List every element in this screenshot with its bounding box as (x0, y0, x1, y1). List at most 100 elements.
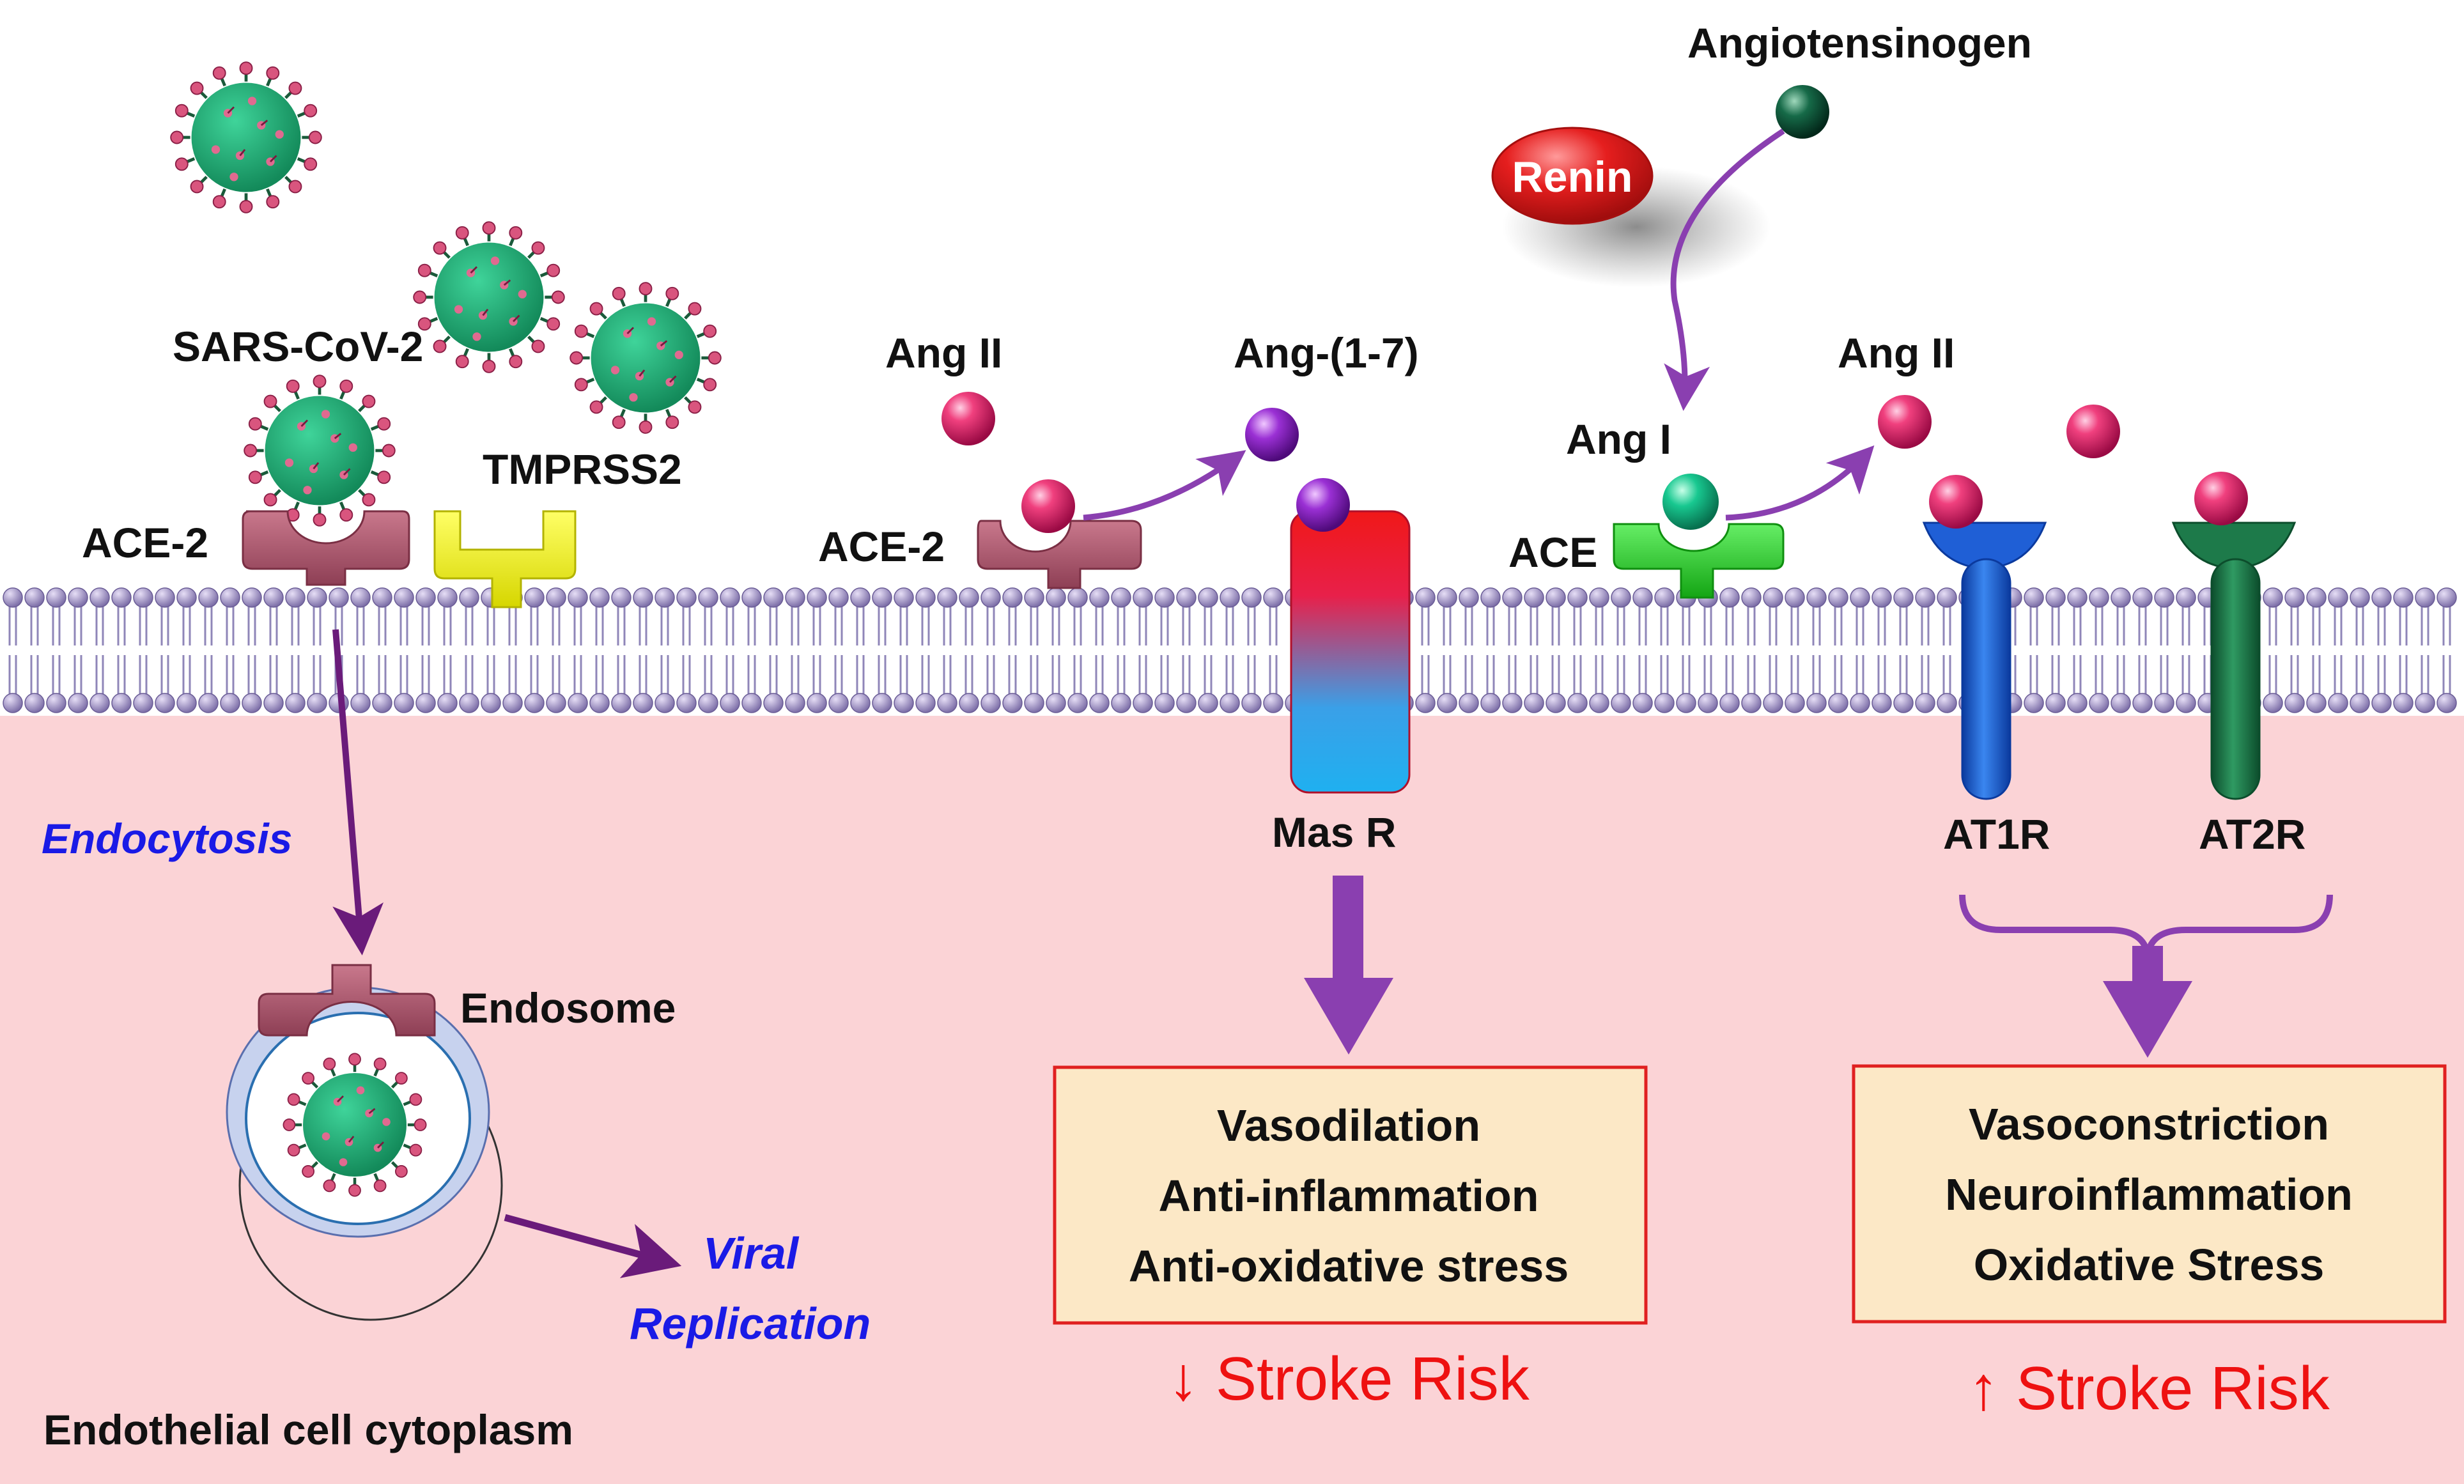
lipid-head (1459, 693, 1479, 713)
lipid-head (2111, 693, 2131, 713)
lipid-head (611, 587, 631, 608)
lipid-head (1654, 693, 1675, 713)
lipid-head (415, 693, 436, 713)
lipid-head (1067, 693, 1088, 713)
ace-label: ACE (1508, 529, 1597, 576)
ace2-receptor-left (242, 510, 410, 586)
lipid-head (2176, 587, 2196, 608)
lipid-head (2415, 587, 2435, 608)
lipid-head (655, 693, 675, 713)
lipid-head (2154, 587, 2174, 608)
ang-i-label: Ang I (1566, 415, 1671, 463)
lipid-head (263, 693, 284, 713)
lipid-head (2132, 587, 2153, 608)
harmful-effect-2: Neuroinflammation (1945, 1170, 2353, 1219)
protective-effects-box: Vasodilation Anti-inflammation Anti-oxid… (1053, 1065, 1648, 1325)
lipid-head (2284, 693, 2305, 713)
lipid-head (394, 587, 414, 608)
lipid-head (2371, 587, 2392, 608)
lipid-head (1871, 693, 1892, 713)
lipid-head (1241, 693, 1262, 713)
lipid-head (1415, 693, 1436, 713)
lipid-head (872, 587, 892, 608)
protective-effect-1: Vasodilation (1217, 1101, 1480, 1150)
lipid-head (502, 693, 523, 713)
endosome-label: Endosome (460, 984, 676, 1032)
lipid-head (980, 693, 1001, 713)
lipid-head (1198, 693, 1218, 713)
lipid-head (176, 587, 197, 608)
lipid-head (1502, 693, 1523, 713)
lipid-head (546, 587, 566, 608)
lipid-head (1437, 693, 1457, 713)
at2r-receptor (2171, 522, 2297, 800)
ang-ii-molecule-right-2 (2066, 405, 2120, 458)
lipid-head (2371, 693, 2392, 713)
lipid-head (524, 693, 545, 713)
renin-enzyme: Renin (1491, 127, 1771, 288)
lipid-head (89, 587, 110, 608)
lipid-head (155, 693, 175, 713)
endosome (226, 964, 503, 1321)
virus-particle-4 (244, 375, 395, 526)
lipid-head (633, 693, 653, 713)
lipid-head (1937, 587, 1957, 608)
lipid-head (24, 587, 45, 608)
lipid-head (698, 693, 718, 713)
lipid-head (1415, 587, 1436, 608)
lipid-head (198, 587, 219, 608)
lipid-head (741, 693, 762, 713)
lipid-head (894, 693, 914, 713)
lipid-head (2306, 693, 2327, 713)
lipid-head (2154, 693, 2174, 713)
lipid-head (763, 587, 784, 608)
lipid-head (980, 587, 1001, 608)
at1r-label: AT1R (1943, 810, 2050, 858)
lipid-head (350, 587, 371, 608)
lipid-head (1806, 587, 1827, 608)
lipid-head (437, 587, 458, 608)
lipid-head (1893, 693, 1914, 713)
lipid-head (1459, 587, 1479, 608)
lipid-head (611, 693, 631, 713)
lipid-head (242, 587, 262, 608)
lipid-head (3, 693, 23, 713)
lipid-head (676, 587, 697, 608)
angiotensinogen-label: Angiotensinogen (1687, 19, 2032, 66)
ang-ii-molecule-bound-at2r (2194, 472, 2248, 525)
lipid-head (1785, 587, 1805, 608)
lipid-head (133, 587, 153, 608)
lipid-head (459, 693, 479, 713)
lipid-head (415, 587, 436, 608)
lipid-head (2437, 587, 2457, 608)
protective-effect-2: Anti-inflammation (1159, 1171, 1539, 1221)
decreased-stroke-risk: ↓ Stroke Risk (1168, 1345, 1530, 1413)
lipid-head (633, 587, 653, 608)
renin-label: Renin (1512, 153, 1633, 201)
lipid-head (1176, 587, 1197, 608)
lipid-head (937, 587, 957, 608)
lipid-head (1893, 587, 1914, 608)
lipid-head (481, 693, 501, 713)
lipid-head (2045, 587, 2066, 608)
lipid-head (2393, 587, 2414, 608)
tmprss2-label: TMPRSS2 (483, 445, 682, 493)
ang-ii-molecule-bound-ace2 (1021, 479, 1075, 533)
lipid-head (785, 693, 805, 713)
lipid-head (1089, 693, 1110, 713)
lipid-head (1524, 693, 1544, 713)
ace2-left-label: ACE-2 (82, 519, 208, 566)
lipid-head (785, 587, 805, 608)
lipid-head (372, 587, 392, 608)
lipid-head (1719, 587, 1740, 608)
lipid-head (89, 693, 110, 713)
lipid-head (1024, 587, 1044, 608)
lipid-head (68, 587, 88, 608)
lipid-head (2132, 693, 2153, 713)
lipid-head (1002, 693, 1023, 713)
lipid-head (2328, 587, 2348, 608)
lipid-head (1567, 693, 1588, 713)
virus-particle-2 (414, 222, 564, 373)
